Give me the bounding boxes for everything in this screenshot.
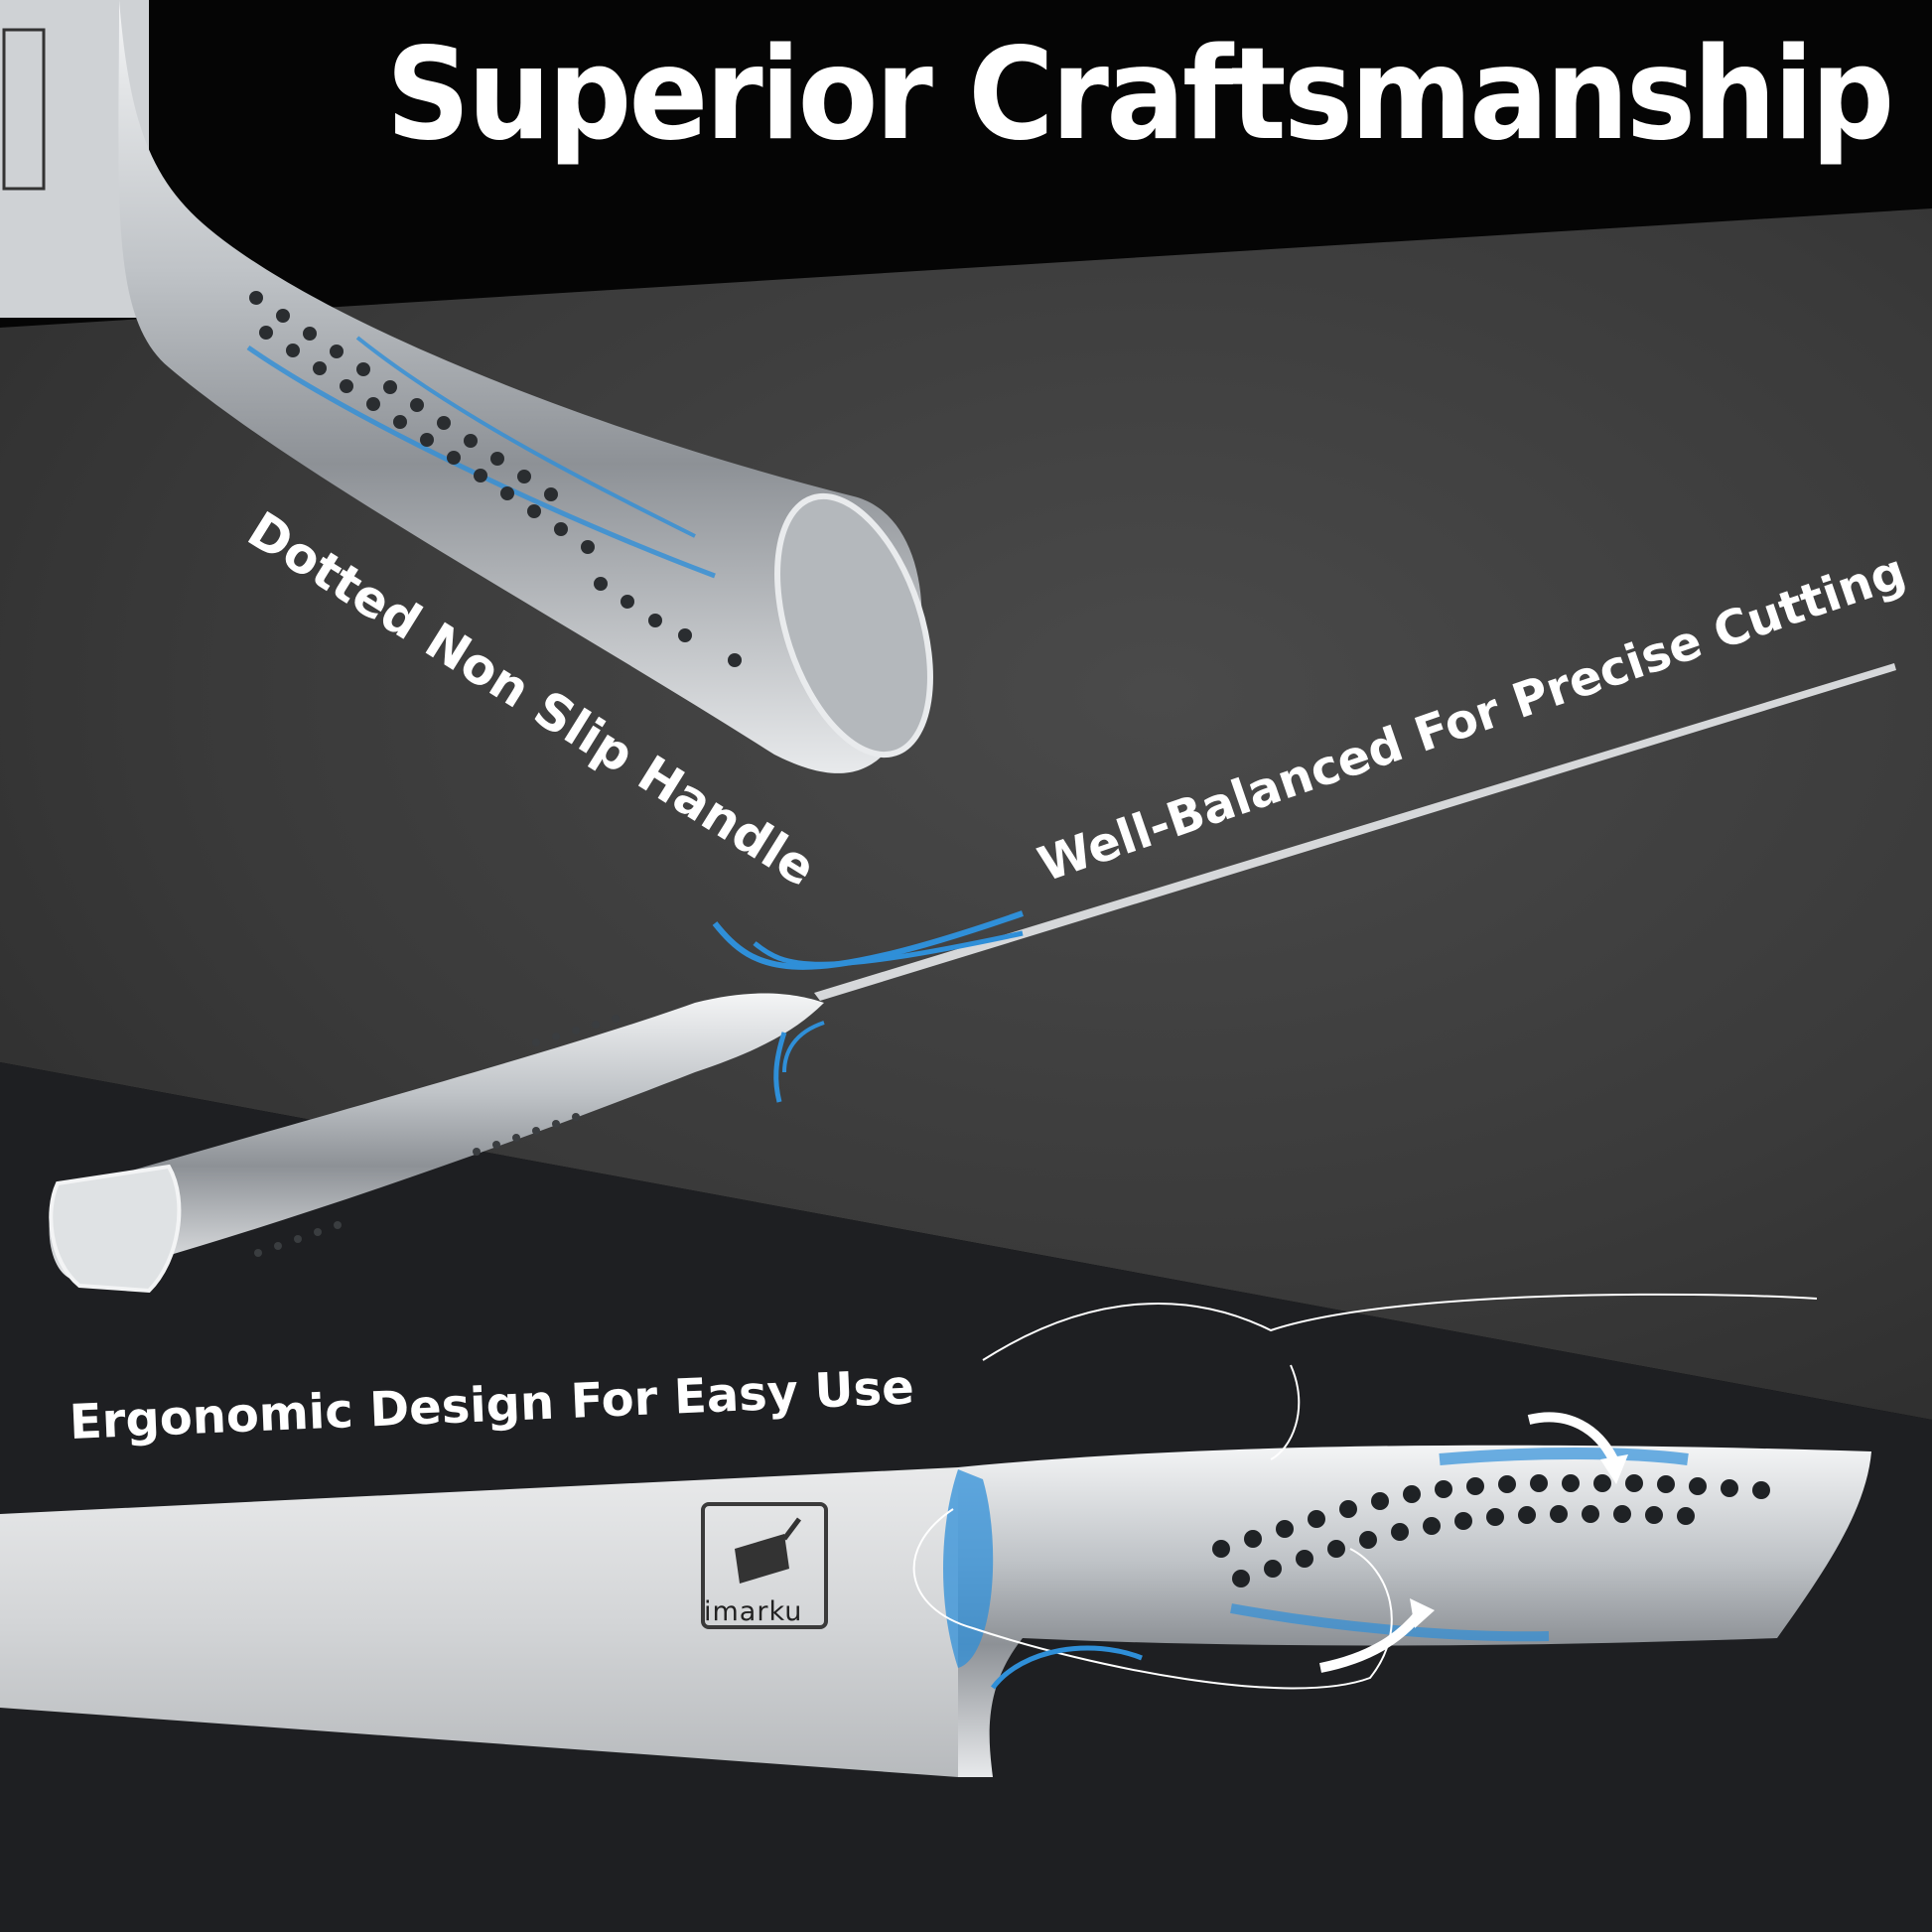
bottom-knife [0, 1293, 1871, 1777]
top-knife [0, 0, 933, 773]
middle-knife [49, 663, 1896, 1294]
brand-logo-text-top: imarku [0, 30, 2, 112]
headline: Superior Craftsmanship [386, 21, 1894, 169]
brand-logo-text: imarku [704, 1596, 803, 1627]
